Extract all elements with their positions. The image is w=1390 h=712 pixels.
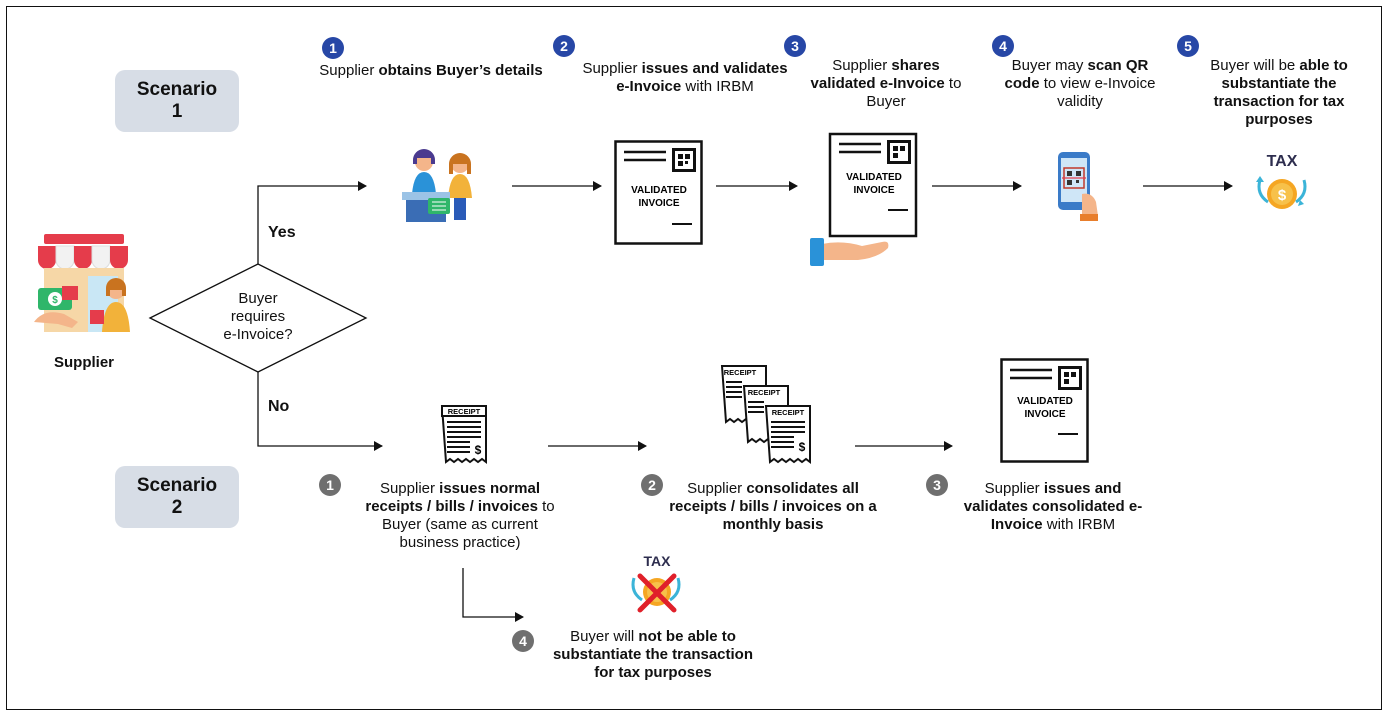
svg-text:RECEIPT: RECEIPT xyxy=(724,368,757,377)
tax-coin-icon: TAX $ xyxy=(1256,153,1307,209)
svg-text:TAX: TAX xyxy=(644,553,672,569)
s2-step2-badge: 2 xyxy=(641,474,663,496)
svg-text:$: $ xyxy=(52,295,58,306)
svg-text:RECEIPT: RECEIPT xyxy=(748,388,781,397)
s2-step4-badge: 4 xyxy=(512,630,534,652)
s2-step3-text: Supplier issues and validates consolidat… xyxy=(963,480,1143,533)
s1-step5-text: Buyer will be able to substantiate the t… xyxy=(1210,57,1348,128)
tax-crossed-icon: TAX xyxy=(631,553,681,613)
svg-text:$: $ xyxy=(1278,187,1287,204)
s1-step1-badge: 1 xyxy=(322,37,344,59)
s1-step1-text: Supplier obtains Buyer’s details xyxy=(319,62,543,79)
validated-label-2: INVOICE xyxy=(638,198,679,209)
svg-text:RECEIPT: RECEIPT xyxy=(772,408,805,417)
s2-step3-badge: 3 xyxy=(926,474,948,496)
svg-text:INVOICE: INVOICE xyxy=(853,185,894,196)
decision-diamond xyxy=(148,263,368,373)
s2-step1-badge: 1 xyxy=(319,474,341,496)
s1-step2-text: Supplier issues and validates e-Invoice … xyxy=(582,60,788,95)
shop-icon: $ xyxy=(34,234,130,332)
yes-label: Yes xyxy=(268,224,296,241)
hand-invoice-icon: VALIDATED INVOICE xyxy=(810,132,918,266)
consolidated-invoice-icon: VALIDATED INVOICE xyxy=(1000,358,1089,463)
supplier-label: Supplier xyxy=(54,354,115,371)
receipt-icon: RECEIPT $ xyxy=(440,405,487,464)
s1-step5-badge: 5 xyxy=(1177,35,1199,57)
s2-step4-text: Buyer will not be able to substantiate t… xyxy=(552,628,754,681)
s2-arrow-to-step4 xyxy=(462,568,524,622)
no-label: No xyxy=(268,398,290,415)
yes-branch-arrow xyxy=(257,181,367,266)
customer-service-icon xyxy=(402,149,472,222)
svg-text:$: $ xyxy=(799,440,806,454)
stacked-receipts-icon: RECEIPT RECEIPT RECEIPT $ xyxy=(720,365,811,464)
phone-scan-icon xyxy=(1058,152,1098,221)
validated-invoice-icon: VALIDATED INVOICE xyxy=(614,140,703,245)
s2-step1-text: Supplier issues normal receipts / bills … xyxy=(365,480,555,551)
svg-text:$: $ xyxy=(475,443,482,457)
validated-label-1: VALIDATED xyxy=(631,185,687,196)
s1-step3-text: Supplier shares validated e-Invoice to B… xyxy=(810,57,962,110)
s1-step4-badge: 4 xyxy=(992,35,1014,57)
svg-text:RECEIPT: RECEIPT xyxy=(448,407,481,416)
s1-step3-badge: 3 xyxy=(784,35,806,57)
s1-step2-badge: 2 xyxy=(553,35,575,57)
s2-step2-text: Supplier consolidates all receipts / bil… xyxy=(669,480,877,533)
no-branch-arrow xyxy=(257,370,383,451)
svg-text:TAX: TAX xyxy=(1267,153,1298,170)
svg-text:INVOICE: INVOICE xyxy=(1024,409,1065,420)
s1-step4-text: Buyer may scan QR code to view e-Invoice… xyxy=(1004,57,1156,110)
svg-text:VALIDATED: VALIDATED xyxy=(846,172,902,183)
svg-text:VALIDATED: VALIDATED xyxy=(1017,396,1073,407)
